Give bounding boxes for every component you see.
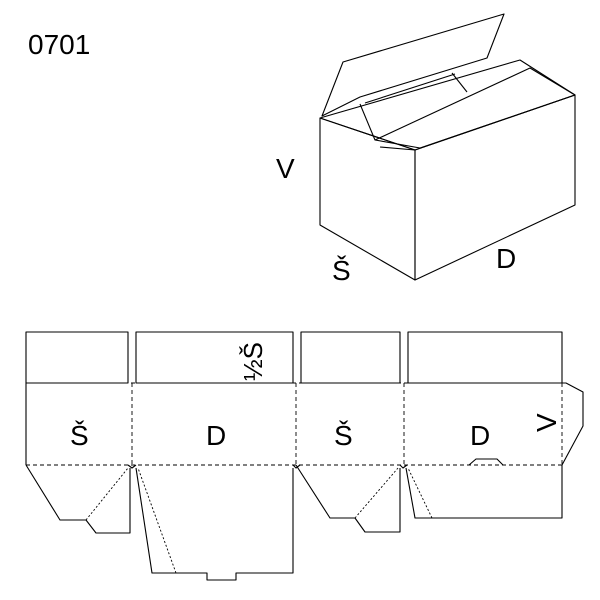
flap-label-half-width: ½Š [238, 342, 268, 381]
top-inner-edge [364, 73, 456, 104]
diagonal-crease [85, 467, 129, 521]
box-long-face [414, 94, 576, 281]
top-flap-3 [300, 331, 401, 384]
front-flap-edge [379, 146, 416, 151]
diagonal-crease [137, 467, 177, 574]
panel-label-length-1: D [206, 420, 226, 451]
top-flap-4 [407, 331, 563, 384]
notch [399, 464, 408, 469]
glue-flap-label: V [531, 413, 562, 432]
style-code: 0701 [28, 29, 90, 60]
top-flap-1 [25, 331, 129, 384]
bottom-flap-4 [405, 465, 563, 519]
top-crease [451, 72, 468, 93]
diagonal-crease [354, 467, 399, 519]
panel-label-length-2: D [470, 420, 490, 451]
bottom-flap-2 [135, 467, 294, 581]
bottom-flap-3 [295, 464, 401, 533]
diagonal-crease [407, 467, 433, 519]
label-length: D [496, 243, 516, 274]
glue-flap [561, 382, 584, 466]
label-width: Š [332, 255, 351, 286]
bottom-flap-1 [25, 464, 131, 534]
label-height: V [276, 153, 295, 184]
panel-label-width-1: Š [70, 420, 89, 451]
top-flap-2 [135, 331, 294, 384]
top-crease [359, 103, 376, 141]
box-3d-view [319, 13, 576, 281]
notch [127, 464, 137, 469]
flat-layout [25, 331, 584, 581]
panel-label-width-2: Š [334, 420, 353, 451]
notch [292, 464, 301, 469]
back-flap [321, 13, 505, 117]
front-flap [374, 67, 576, 149]
panel-tab [468, 458, 504, 466]
box-top-face [319, 59, 576, 151]
